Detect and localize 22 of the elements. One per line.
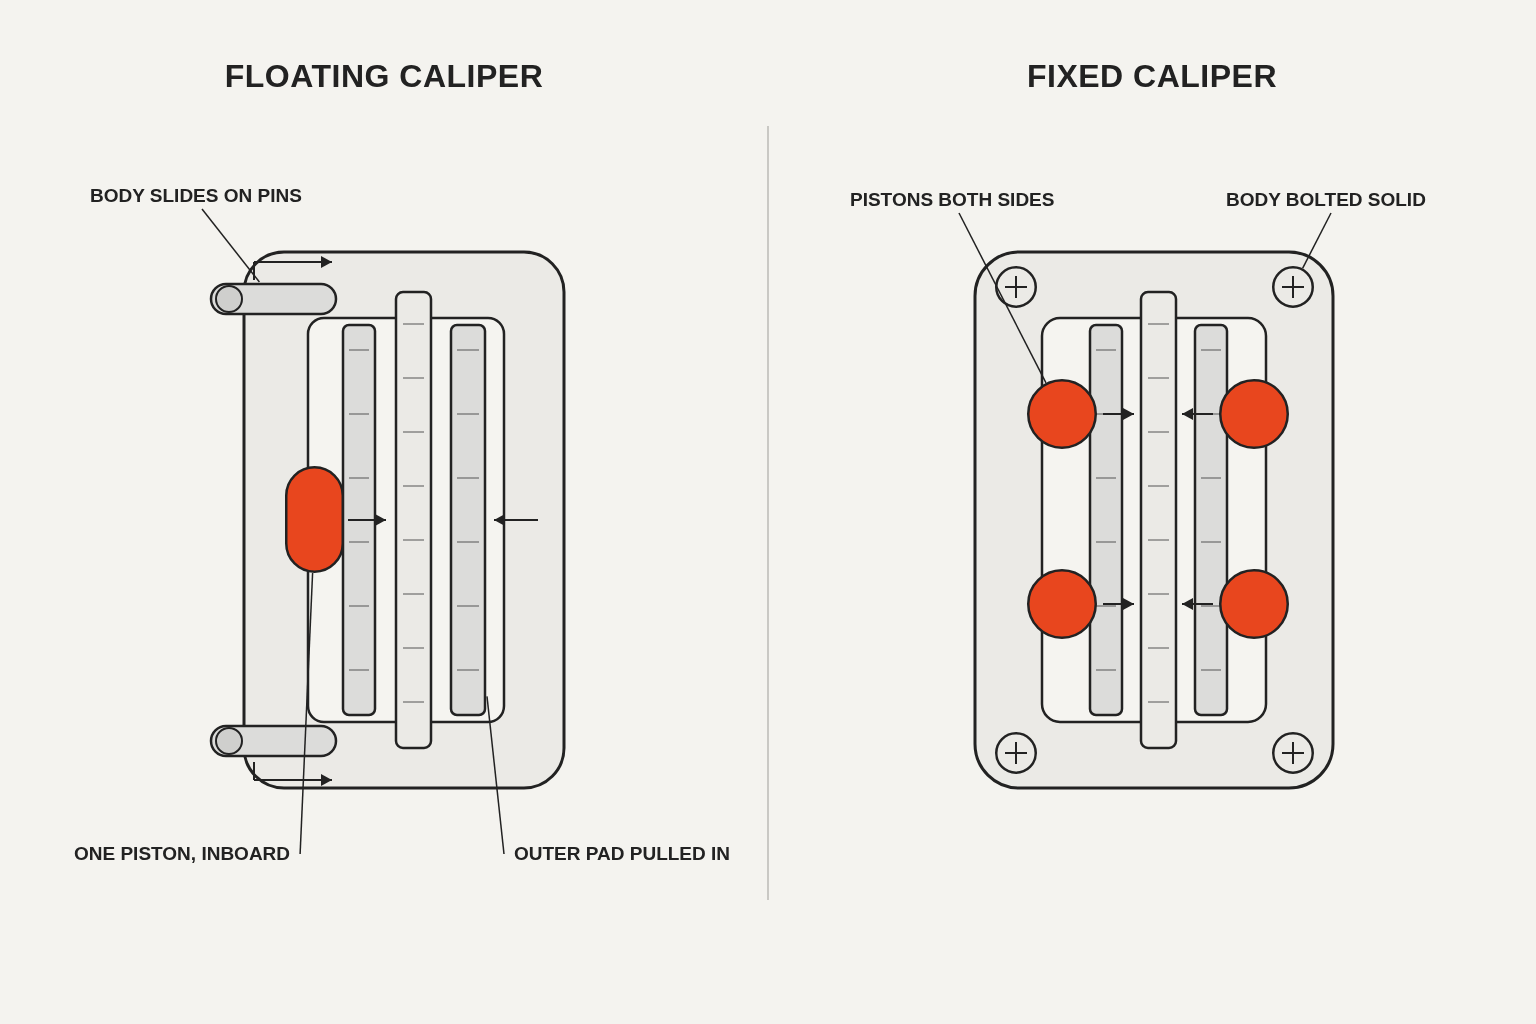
leader-line bbox=[958, 212, 1047, 384]
guide-pin bbox=[209, 724, 338, 758]
brake-pad bbox=[449, 323, 487, 717]
section-heading: FLOATING CALIPER bbox=[224, 58, 544, 95]
leader-line bbox=[1301, 212, 1332, 270]
callout-label: OUTER PAD PULLED IN bbox=[514, 843, 731, 865]
callout-label: BODY BOLTED SOLID bbox=[1226, 189, 1426, 211]
callout-label: PISTONS BOTH SIDES bbox=[850, 189, 1055, 211]
brake-pad bbox=[1193, 323, 1229, 717]
guide-pin bbox=[209, 282, 338, 316]
brake-pad bbox=[1088, 323, 1124, 717]
callout-label: ONE PISTON, INBOARD bbox=[74, 843, 291, 865]
piston bbox=[1219, 379, 1289, 449]
callout-label: BODY SLIDES ON PINS bbox=[90, 185, 302, 207]
leader-line bbox=[486, 695, 505, 855]
brake-pad bbox=[341, 323, 377, 717]
piston bbox=[1027, 569, 1097, 639]
leader-line bbox=[299, 572, 314, 855]
piston bbox=[1027, 379, 1097, 449]
leader-line bbox=[201, 208, 261, 283]
section-heading: FIXED CALIPER bbox=[1026, 58, 1278, 95]
piston bbox=[1219, 569, 1289, 639]
